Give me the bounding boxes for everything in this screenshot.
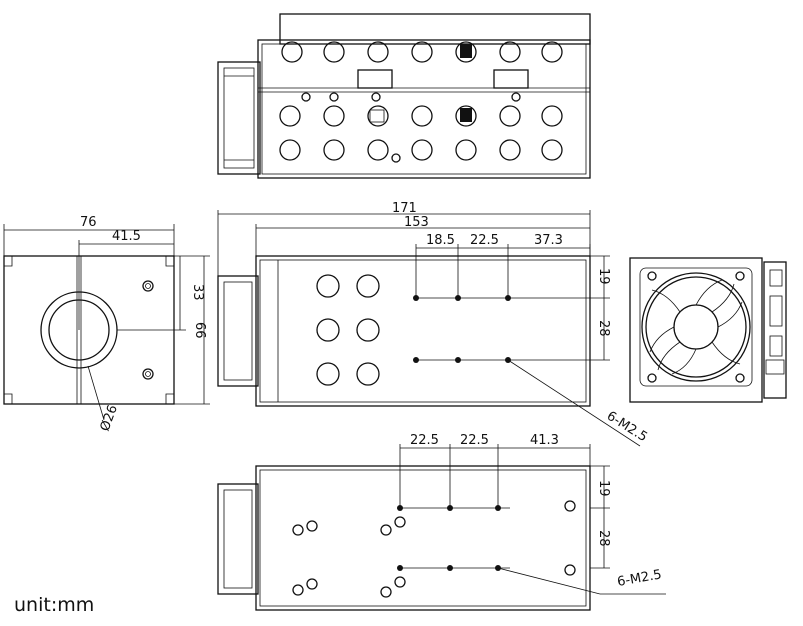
fan-hub bbox=[673, 304, 719, 350]
dim-front-height: 66 bbox=[192, 322, 207, 339]
dim-bottom-pitch-1: 22.5 bbox=[410, 433, 439, 448]
dim-side-row-gap: 28 bbox=[596, 320, 611, 337]
dim-bottom-offset-top: 19 bbox=[596, 480, 611, 497]
top-view bbox=[217, 13, 591, 179]
bottom-view-fan bbox=[217, 483, 259, 595]
dim-bottom-pitch-2: 22.5 bbox=[460, 433, 489, 448]
top-view-ports bbox=[279, 41, 563, 161]
top-view-body bbox=[257, 39, 591, 179]
bottom-hole bbox=[397, 565, 403, 571]
side-hole bbox=[455, 357, 461, 363]
side-view-body bbox=[255, 255, 591, 407]
dim-body-length: 153 bbox=[404, 215, 429, 230]
dim-front-center-height: 33 bbox=[190, 284, 205, 301]
dim-top-pitch-2: 22.5 bbox=[470, 233, 499, 248]
rear-connector-strip bbox=[763, 261, 787, 399]
bottom-view bbox=[217, 444, 666, 611]
top-view-upper-ridge bbox=[279, 13, 591, 45]
dim-top-pitch-1: 18.5 bbox=[426, 233, 455, 248]
fan-ring-inner bbox=[645, 276, 747, 378]
dim-side-offset-top: 19 bbox=[596, 268, 611, 285]
top-view-clip-right bbox=[493, 69, 529, 89]
fan-ring-outer bbox=[641, 272, 751, 382]
dim-top-pitch-3: 37.3 bbox=[534, 233, 563, 248]
side-view-fan bbox=[217, 275, 259, 387]
bottom-hole bbox=[447, 565, 453, 571]
dim-front-width: 76 bbox=[80, 215, 97, 230]
top-view-clip-left bbox=[357, 69, 393, 89]
dim-lens-diameter: Ø26 bbox=[98, 403, 121, 433]
units-label: unit:mm bbox=[14, 594, 95, 616]
dim-bottom-pitch-3: 41.3 bbox=[530, 433, 559, 448]
bottom-view-body bbox=[255, 465, 591, 611]
side-hole bbox=[413, 357, 419, 363]
hole-callout-bottom: 6-M2.5 bbox=[616, 567, 663, 590]
side-view bbox=[217, 210, 641, 447]
fan-blades bbox=[649, 279, 743, 375]
top-view-fan bbox=[217, 61, 261, 175]
dim-front-half: 41.5 bbox=[112, 229, 141, 244]
rear-view bbox=[629, 257, 787, 403]
rear-view-body bbox=[629, 257, 763, 403]
front-view bbox=[3, 224, 210, 421]
dim-bottom-row-gap: 28 bbox=[596, 530, 611, 547]
dim-total-length: 171 bbox=[392, 201, 417, 216]
